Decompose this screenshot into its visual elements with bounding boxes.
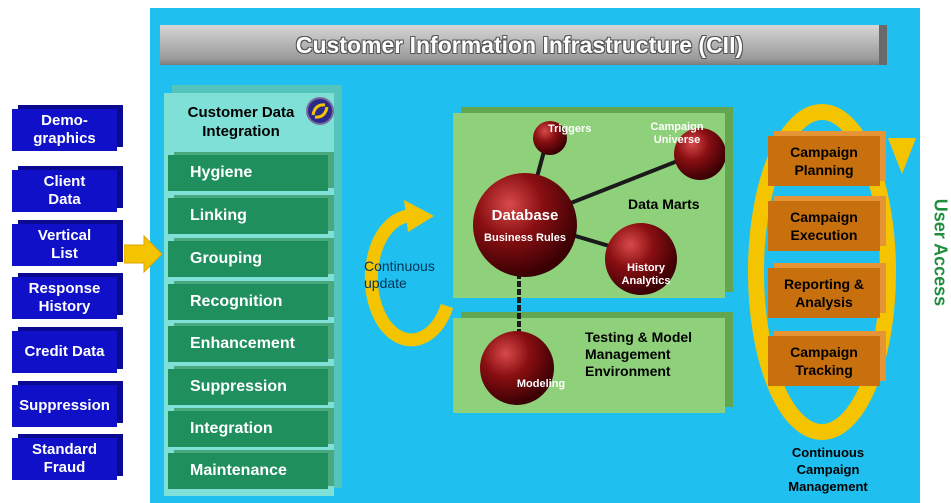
source-credit-data: Credit Data [12, 331, 117, 373]
campaign-tracking-box: Campaign Tracking [768, 336, 880, 386]
integration-step-maintenance-label: Maintenance [190, 462, 287, 479]
update-cycle-icon [364, 200, 454, 347]
integration-step-enhancement: Enhancement [168, 326, 328, 362]
source-vertical-list-label: Vertical List [37, 227, 92, 262]
input-arrow-icon [124, 234, 163, 274]
user-access-label: User Access [930, 198, 951, 307]
source-vertical-list: Vertical List [12, 224, 117, 266]
testing-label: Testing & Model Management Environment [585, 329, 693, 379]
history-analytics-label: History Analytics [621, 262, 671, 287]
database-node [473, 173, 577, 277]
integration-step-enhancement-label: Enhancement [190, 335, 295, 352]
integration-title-text: Customer Data Integration [187, 104, 295, 140]
continuous-update-label: Continuous update [364, 258, 435, 292]
integration-step-maintenance: Maintenance [168, 453, 328, 489]
integration-step-linking: Linking [168, 198, 328, 234]
triggers-label: Triggers [548, 123, 592, 135]
campaign-tracking-label: Campaign Tracking [790, 344, 858, 378]
campaign-cycle-icon [748, 104, 916, 440]
source-client-data-label: Client Data [43, 173, 86, 208]
campaign-execution-label: Campaign Execution [790, 209, 858, 243]
source-demographics-label: Demo- graphics [33, 112, 96, 147]
integration-step-integration-label: Integration [190, 420, 273, 437]
integration-step-hygiene: Hygiene [168, 155, 328, 191]
reporting-analysis-label: Reporting & Analysis [783, 276, 865, 310]
source-client-data: Client Data [12, 170, 117, 212]
source-standard-fraud: Standard Fraud [12, 438, 117, 480]
database-label: Database [491, 207, 559, 224]
campaign-execution-box: Campaign Execution [768, 201, 880, 251]
data-marts-label: Data Marts [628, 196, 700, 212]
history-analytics-node [605, 223, 677, 295]
reporting-analysis-box: Reporting & Analysis [768, 268, 880, 318]
integration-step-suppression: Suppression [168, 369, 328, 405]
integration-step-recognition: Recognition [168, 284, 328, 320]
page-title-text: Customer Information Infrastructure (CII… [295, 31, 744, 58]
modeling-label: Modeling [516, 378, 566, 390]
data-network [473, 121, 725, 405]
integration-step-grouping: Grouping [168, 241, 328, 277]
campaign-caption: Continuous Campaign Management [788, 445, 868, 494]
integration-step-hygiene-label: Hygiene [190, 164, 253, 181]
integration-step-grouping-label: Grouping [190, 250, 262, 267]
integration-step-integration: Integration [168, 411, 328, 447]
page-title: Customer Information Infrastructure (CII… [160, 25, 887, 65]
user-access-container: User Access [930, 182, 951, 322]
swirl-logo-icon [306, 97, 334, 125]
integration-step-suppression-label: Suppression [190, 378, 287, 395]
business-rules-label: Business Rules [484, 232, 566, 244]
integration-title: Customer Data Integration [176, 103, 306, 141]
modeling-node [480, 331, 554, 405]
source-standard-fraud-label: Standard Fraud [31, 441, 97, 476]
source-response-history-label: Response History [28, 280, 101, 315]
campaign-universe-node [674, 128, 725, 180]
triggers-node [533, 121, 567, 155]
continuous-update-text: Continuous update [364, 258, 435, 291]
source-demographics: Demo- graphics [12, 109, 117, 151]
campaign-universe-label: Campaign Universe [650, 121, 704, 146]
integration-step-linking-label: Linking [190, 207, 247, 224]
integration-step-recognition-label: Recognition [190, 293, 283, 310]
source-suppression: Suppression [12, 385, 117, 427]
source-response-history: Response History [12, 277, 117, 319]
source-credit-data-label: Credit Data [24, 343, 105, 360]
campaign-planning-box: Campaign Planning [768, 136, 880, 186]
source-suppression-label: Suppression [19, 397, 110, 414]
campaign-planning-label: Campaign Planning [790, 144, 858, 178]
